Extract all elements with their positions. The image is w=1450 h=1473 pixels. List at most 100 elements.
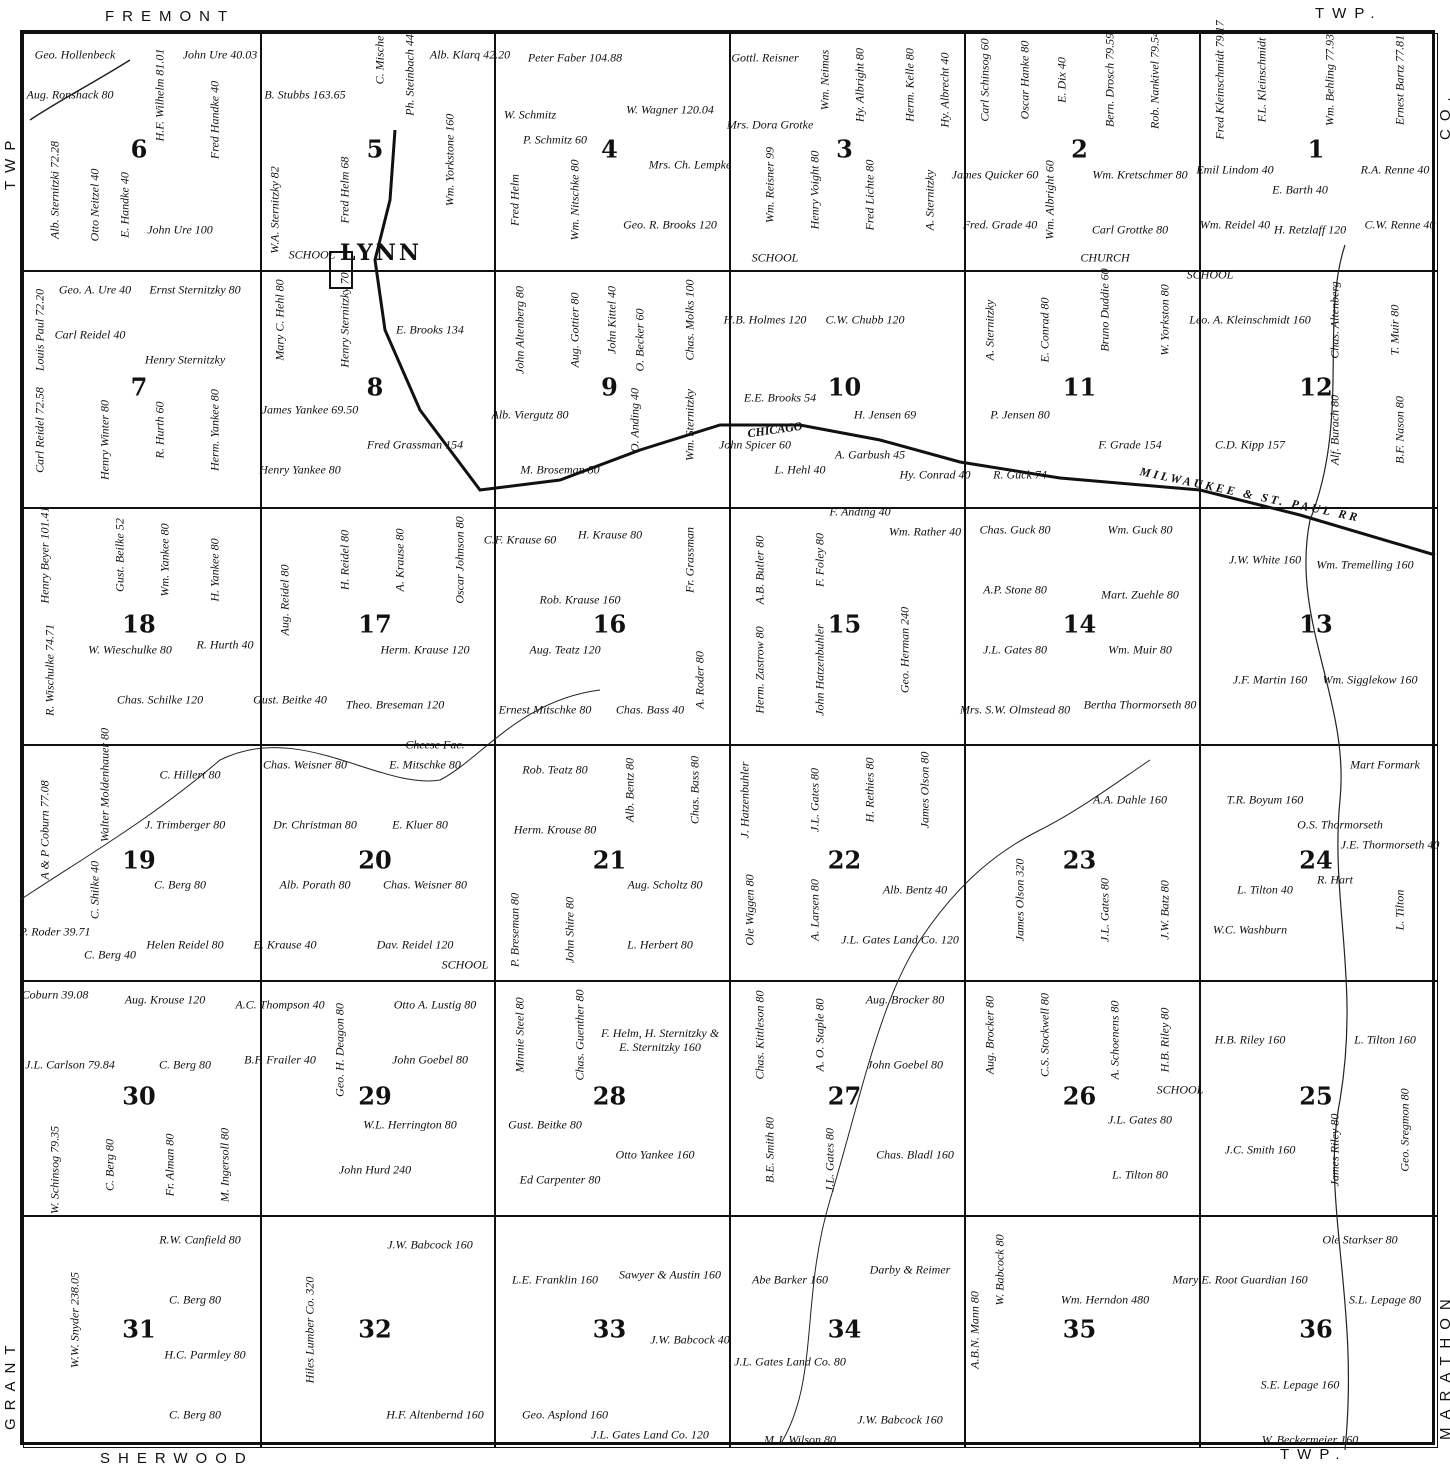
owner-label: P. Schmitz 60 [522,132,588,147]
owner-label: John Goebel 80 [867,1057,943,1072]
owner-label: SCHOOL [1156,1082,1204,1097]
owner-label: W.W. Snyder 238.05 [67,1271,82,1369]
section-boundary [965,271,1200,508]
section-number: 16 [592,609,627,638]
owner-label: C. Mische [372,35,387,85]
section-number: 1 [1307,134,1325,164]
owner-label: A. Krause 80 [392,528,407,592]
owner-label: Wm. Yankee 80 [157,523,172,597]
section-number: 9 [601,372,618,401]
owner-label: Henry Winter 80 [97,400,112,480]
owner-label: John Hurd 240 [338,1162,412,1177]
owner-label: R. Hurth 60 [152,401,167,459]
section-boundary [1200,271,1438,508]
owner-label: Alb. Porath 80 [279,877,351,892]
owner-label: Alb. Bentz 80 [622,757,637,823]
owner-label: Ed Carpenter 80 [519,1172,601,1187]
owner-label: Henry Voight 80 [807,150,822,230]
owner-label: L. Hehl 40 [774,462,826,477]
owner-label: Wm. Reisner 99 [762,146,777,224]
section-boundary [261,981,495,1216]
owner-label: H. Retzlaff 120 [1273,222,1347,237]
owner-label: Wm. Tremelling 160 [1316,557,1414,572]
owner-label: Oscar Hanke 80 [1017,40,1032,120]
owner-label: Dav. Reidel 120 [376,937,454,952]
owner-label: H.F. Altenbernd 160 [386,1407,484,1422]
owner-label: P. Breseman 80 [507,892,522,968]
owner-label: Mart Formark [1350,757,1420,772]
owner-label: J.W. Batz 80 [1157,880,1172,940]
owner-label: J. Trimberger 80 [144,817,226,832]
owner-label: James Riley 80 [1327,1113,1342,1187]
owner-label: Oscar Johnson 80 [452,516,467,604]
section-number: 33 [592,1314,627,1344]
section-boundary [1200,981,1438,1216]
owner-label: Mrs. Ch. Lempke [648,157,732,172]
owner-label: C. Berg 40 [84,947,136,962]
owner-label: John Hatzenbuhler [812,624,827,716]
owner-label: Chas. Guenther 80 [572,989,587,1081]
section-number: 24 [1299,845,1333,875]
section-number: 26 [1062,1081,1097,1110]
owner-label: S.E. Lepage 160 [1260,1377,1340,1392]
section-number: 31 [122,1314,156,1344]
owner-label: Geo. A. Ure 40 [58,282,132,297]
owner-label: E. Dix 40 [1054,57,1069,103]
edge-label-left-top: TWP [2,132,19,190]
township-map [20,30,1438,1448]
owner-label: J.W. Babcock 160 [387,1237,473,1252]
owner-label: Aug. Scholtz 80 [627,877,703,892]
owner-label: J.L. Carlson 79.84 [25,1057,115,1072]
owner-label: Rob. Krause 160 [539,592,621,607]
owner-label: Louis Paul 72.20 [32,288,47,372]
owner-label: C. Berg 80 [169,1292,221,1307]
section-number: 12 [1299,372,1333,401]
section-boundary [495,981,730,1216]
owner-label: E. Conrad 80 [1037,297,1052,363]
owner-label: Wm. Guck 80 [1107,522,1173,537]
owner-label: C.W. Chubb 120 [825,312,905,327]
section-boundary [1200,33,1438,271]
owner-label: Wm. Muir 80 [1108,642,1172,657]
owner-label: Geo. Herman 240 [897,606,912,694]
section-number: 14 [1062,609,1097,638]
owner-label: Carl Schinsog 60 [977,38,992,122]
owner-label: Alb. Viergutz 80 [491,407,569,422]
owner-label: Wm. Behling 77.93 [1322,34,1337,126]
town-label-lynn: LYNN [340,240,422,266]
section-boundary [23,508,261,745]
owner-label: John Goebel 80 [392,1052,468,1067]
owner-label: Hy. Albrecht 40 [937,52,952,128]
owner-label: John Shire 80 [562,896,577,964]
section-boundary [261,745,495,981]
owner-label: A. Sternitzky [922,169,937,231]
owner-label: Carl Grottke 80 [1091,222,1169,237]
owner-label: C.F. Krause 60 [483,532,557,547]
section-number: 22 [827,845,862,875]
owner-label: SCHOOL [441,957,489,972]
owner-label: Geo. Hollenbeck [34,47,116,62]
owner-label: Aug. Brocker 80 [982,995,997,1075]
owner-label: Fr. Alman 80 [162,1133,177,1197]
owner-label: B. Stubbs 163.65 [264,87,346,102]
owner-label: Aug. Gottier 80 [567,292,582,368]
owner-label: Chas. Weisner 80 [383,877,467,892]
section-boundary [965,981,1200,1216]
section-number: 17 [358,609,392,638]
owner-label: Chas. Altenberg [1327,281,1342,359]
owner-label: J.W. White 160 [1228,552,1302,567]
owner-label: Fred Helm [507,174,522,226]
section-boundary [261,1216,495,1448]
owner-label: J.L. Gates 80 [807,768,822,832]
owner-label: J.L. Gates Land Co. 120 [591,1427,709,1442]
owner-label: Mrs. Dora Grotke [726,117,814,132]
section-number: 21 [592,845,627,875]
owner-label: Chas. Bass 80 [687,755,702,825]
section-number: 35 [1062,1314,1097,1344]
owner-label: E. Mitschke 80 [389,757,461,772]
owner-label: John Spicer 60 [719,437,791,452]
owner-label: O. Becker 60 [632,308,647,372]
section-boundary [495,745,730,981]
owner-label: Wm. Rather 40 [888,524,962,539]
